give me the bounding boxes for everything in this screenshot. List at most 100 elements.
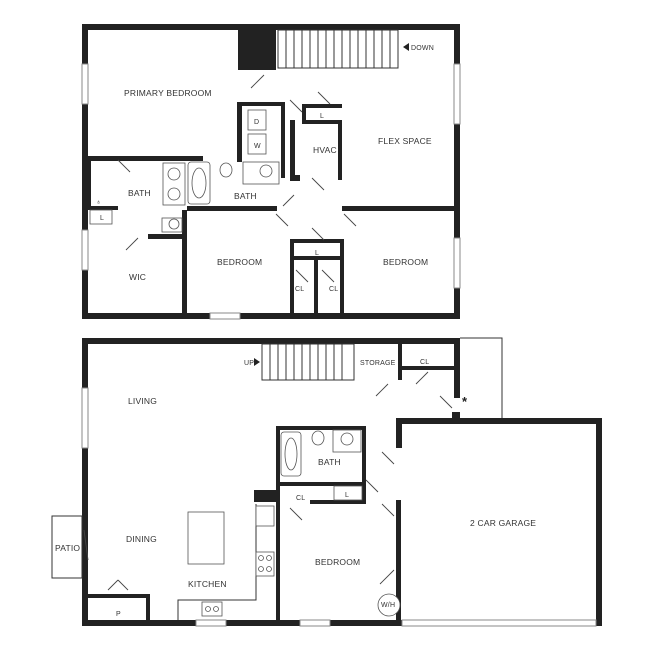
upper-wall-hvac-right [338, 120, 342, 180]
lower-bedroom-label: BEDROOM [315, 557, 360, 567]
upper-wall-hvac-left [290, 120, 295, 180]
upper-wall-linen-left [302, 104, 306, 124]
living-label: LIVING [128, 396, 157, 406]
upper-wall-laundry-left [237, 102, 242, 162]
upper-wall-primary-bath [88, 156, 203, 161]
wic-label: WIC [129, 272, 146, 282]
lower-window-left [81, 387, 89, 449]
upper-wall-laundry-right [281, 102, 285, 178]
garage-wall-left-top [396, 418, 402, 448]
linen-closet-2-label: L [320, 113, 324, 120]
pantry-label: P [116, 611, 121, 618]
upper-wall-closets-divider [314, 260, 318, 318]
upper-window-right-1 [453, 63, 461, 125]
linen-closet-1-label: L [100, 215, 104, 222]
bedroom-2-label: BEDROOM [383, 257, 428, 267]
entry-marker: * [462, 394, 468, 409]
upper-wall-closets-top [290, 239, 344, 243]
upper-wall-bath-wic [88, 206, 118, 210]
dining-label: DINING [126, 534, 157, 544]
lower-window-bottom-1 [195, 619, 227, 627]
kitchen-label: KITCHEN [188, 579, 227, 589]
garage-wall-right [596, 418, 602, 626]
kitchen-island [187, 511, 225, 565]
lower-wall-bath-bottom [280, 482, 364, 486]
upper-exterior-wall-bottom [82, 313, 460, 319]
lower-stairs [261, 343, 355, 381]
upper-wall-linen-top [302, 104, 342, 108]
upper-wall-linen-bottom [302, 120, 342, 124]
lower-wall-bath-right [362, 426, 366, 502]
lower-kitchen-column [254, 490, 276, 502]
upper-wall-closets-mid [290, 256, 344, 260]
upper-stairs [277, 29, 399, 69]
linen-closet-3-label: L [315, 250, 319, 257]
closet-1-label: CL [295, 286, 304, 293]
garage-wall-left [396, 500, 401, 626]
upper-window-left-2 [81, 229, 89, 271]
upper-wall-flex-bedroom [342, 206, 454, 211]
upper-wall-laundry-top [237, 102, 283, 106]
upper-wall-closets-left [290, 239, 294, 318]
hvac-label: HVAC [313, 145, 337, 155]
upper-exterior-wall-right [454, 24, 460, 319]
upper-window-left-1 [81, 63, 89, 105]
lower-wall-bath-top [276, 426, 366, 430]
down-arrow-icon [403, 43, 409, 51]
closet-2-label: CL [329, 286, 338, 293]
entry-porch-outline [460, 337, 503, 418]
primary-bath-label: BATH [128, 188, 151, 198]
upper-wall-hvac-corner [290, 175, 300, 181]
garage-door [401, 619, 597, 627]
patio-label: PATIO [55, 543, 80, 553]
primary-bath-fixtures: ♁ [96, 162, 186, 233]
lower-exterior-wall-top [82, 338, 460, 344]
linen-closet-1 [89, 209, 113, 225]
linen-closet [333, 485, 363, 501]
upper-doors [117, 74, 357, 283]
lower-wall-closet-bottom [398, 366, 454, 370]
shower-drain-icon: ♁ [96, 199, 101, 206]
lower-floor: PATIO UP STORAGE CL CL L [51, 337, 602, 627]
upper-wall-bath-left [88, 160, 91, 210]
storage-label: STORAGE [360, 360, 396, 367]
lower-wall-pantry-right [146, 594, 150, 624]
dryer-label: D [254, 119, 259, 126]
closet-bath-label: CL [296, 495, 305, 502]
down-label: DOWN [411, 45, 434, 52]
bedroom-1-label: BEDROOM [217, 257, 262, 267]
upper-exterior-wall-left [82, 24, 88, 319]
patio-door [83, 529, 89, 561]
upper-window-right-2 [453, 237, 461, 289]
lower-wall-pantry-top [88, 594, 150, 598]
lower-wall-bedroom-left [276, 426, 280, 626]
up-label: UP [244, 360, 254, 367]
lower-bath-fixtures [280, 429, 362, 477]
upper-floor: DOWN D W [81, 24, 461, 320]
upper-wall-bath-bedroom [187, 206, 277, 211]
upper-stair-wall [238, 30, 276, 70]
lower-wall-entry-corner [452, 412, 460, 420]
washer-label: W [254, 143, 261, 150]
garage-label: 2 CAR GARAGE [470, 518, 536, 528]
upper-exterior-wall-top [82, 24, 460, 30]
lower-exterior-wall-left [82, 338, 88, 626]
linen-label: L [345, 492, 349, 499]
lower-wall-closet-left [398, 344, 402, 380]
closet-top-label: CL [420, 359, 429, 366]
lower-bath-label: BATH [318, 457, 341, 467]
water-heater [377, 593, 401, 617]
lower-exterior-wall-right-top [454, 338, 460, 398]
lower-doors [107, 371, 453, 591]
upper-window-bottom [209, 312, 241, 320]
garage-wall-top [396, 418, 602, 424]
kitchen-counter [177, 504, 275, 620]
up-arrow-icon [254, 358, 260, 366]
lower-window-bottom-2 [299, 619, 331, 627]
hall-bath-label: BATH [234, 191, 257, 201]
patio [51, 515, 83, 579]
upper-wall-wic-top [148, 234, 182, 239]
upper-laundry-appliances [247, 109, 267, 155]
lower-exterior-wall-bottom [82, 620, 602, 626]
